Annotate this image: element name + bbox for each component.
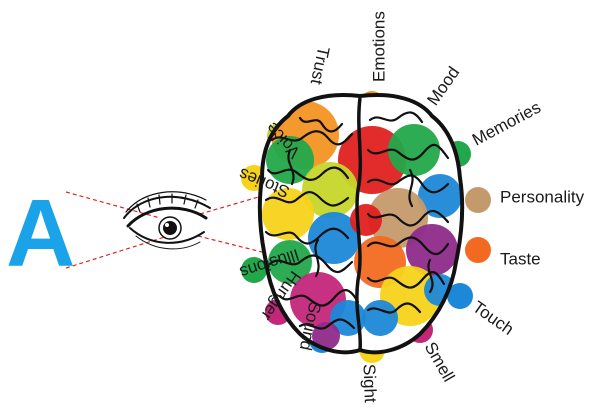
sight-line-bottom bbox=[65, 235, 169, 269]
taste-label: Taste bbox=[500, 249, 541, 268]
personality-dot bbox=[465, 187, 491, 213]
trust-label: Trust bbox=[307, 45, 334, 86]
memories-label: Memories bbox=[469, 98, 544, 150]
mood-label: Mood bbox=[423, 63, 463, 109]
illusions-dot bbox=[241, 257, 267, 283]
eye-icon bbox=[123, 191, 211, 250]
brain-folds bbox=[264, 111, 450, 330]
taste-dot bbox=[465, 237, 491, 263]
touch-label: Touch bbox=[469, 297, 517, 339]
emotions-label: Emotions bbox=[369, 11, 388, 82]
sight-line-top-right bbox=[199, 195, 263, 215]
smell-label: Smell bbox=[421, 339, 459, 385]
letter-a: A bbox=[6, 180, 75, 287]
sight-label: Sight bbox=[360, 364, 380, 404]
touch-dot bbox=[447, 283, 473, 309]
sight-line-bottom-right bbox=[197, 235, 263, 253]
personality-label: Personality bbox=[500, 187, 585, 206]
brain-midline bbox=[355, 97, 363, 351]
sight-line-top bbox=[65, 191, 161, 219]
